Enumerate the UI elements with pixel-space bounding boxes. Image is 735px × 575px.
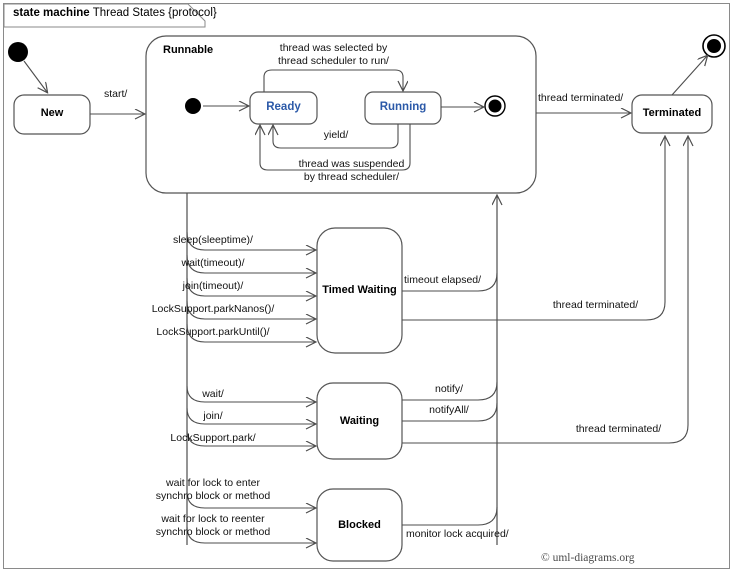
transition-monitor-lock-acquired	[402, 506, 498, 526]
transition-join	[186, 407, 315, 424]
frame-title: state machine Thread States {protocol}	[3, 3, 243, 27]
transition-label-notify: notify/	[434, 383, 463, 395]
state-running-label: Running	[379, 101, 427, 113]
transition-timeout-elapsed	[402, 272, 498, 292]
transition-terminated-to-final	[671, 56, 707, 96]
frame-title-name: Thread States {protocol}	[92, 7, 217, 19]
transition-label-thread-terminated-runnable: thread terminated/	[538, 92, 624, 104]
transition-ready-to-running	[263, 69, 403, 92]
transition-label-lock-reenter-line1: wait for lock to reenter	[161, 513, 265, 525]
transition-sleep	[186, 231, 315, 250]
transition-notify-all	[402, 402, 498, 422]
transition-label-start: start/	[104, 88, 128, 100]
transition-label-lock-enter-line1: wait for lock to enter	[166, 477, 260, 489]
transition-label-suspended-line1: thread was suspended	[298, 158, 405, 170]
transition-label-sleep: sleep(sleeptime)/	[173, 234, 253, 246]
state-new-label: New	[40, 107, 64, 119]
transition-label-yield: yield/	[323, 129, 349, 141]
state-ready-label: Ready	[266, 101, 301, 113]
state-runnable-shape[interactable]	[145, 35, 537, 194]
state-ready-shape[interactable]	[249, 91, 318, 125]
transition-lock-enter	[186, 491, 315, 508]
transition-label-join: join/	[203, 410, 223, 422]
frame-title-tab-shape	[3, 3, 206, 28]
transition-label-lock-enter-line2: synchro block or method	[155, 490, 271, 502]
transition-lock-reenter	[186, 526, 315, 543]
transition-label-join-timeout: join(timeout)/	[182, 280, 244, 292]
state-blocked-label: Blocked	[338, 519, 381, 531]
transition-label-thread-terminated-timed: thread terminated/	[552, 299, 639, 311]
transition-label-thread-terminated-waiting: thread terminated/	[575, 423, 662, 435]
transition-label-selected-line2: thread scheduler to run/	[278, 55, 389, 67]
initial-node-icon	[8, 42, 28, 62]
state-waiting-label: Waiting	[339, 415, 380, 427]
frame-title-kind: state machine	[13, 7, 90, 19]
transition-timed-waiting-to-terminated	[402, 137, 665, 321]
transition-notify	[402, 381, 498, 401]
transition-running-to-ready-yield	[273, 124, 399, 149]
transition-label-notify-all: notifyAll/	[429, 404, 469, 416]
transition-label-selected-line1: thread was selected by	[279, 42, 388, 54]
transition-label-park-until: LockSupport.parkUntil()/	[156, 326, 270, 338]
transition-waiting-to-terminated	[402, 137, 688, 444]
state-runnable-label: Runnable	[163, 44, 214, 56]
initial-node-icon	[185, 98, 201, 114]
state-terminated-label: Terminated	[642, 107, 702, 119]
transition-park-until	[186, 323, 315, 342]
transition-join-timeout	[186, 277, 315, 296]
transition-wait	[186, 385, 315, 402]
state-running-shape[interactable]	[364, 91, 442, 125]
transition-label-timeout-elapsed: timeout elapsed/	[404, 274, 482, 286]
transition-label-suspended-line2: by thread scheduler/	[303, 171, 400, 183]
transition-park-nanos	[186, 300, 315, 319]
transition-running-to-ready-suspended	[260, 124, 411, 171]
state-timed-waiting-label: Timed Waiting	[322, 284, 397, 296]
transition-label-monitor-lock-acquired: monitor lock acquired/	[406, 528, 509, 540]
transition-park	[186, 429, 315, 446]
transition-label-park: LockSupport.park/	[170, 432, 256, 444]
final-node-icon	[702, 34, 726, 58]
transition-label-park-nanos: LockSupport.parkNanos()/	[151, 303, 275, 315]
transition-label-wait: wait/	[202, 388, 224, 400]
transition-initial-to-new	[23, 60, 47, 92]
transition-label-wait-timeout: wait(timeout)/	[181, 257, 245, 269]
final-node-icon	[484, 95, 506, 117]
transition-wait-timeout	[186, 254, 315, 273]
copyright-label: © uml-diagrams.org	[541, 552, 635, 564]
transition-label-lock-reenter-line2: synchro block or method	[155, 526, 271, 538]
